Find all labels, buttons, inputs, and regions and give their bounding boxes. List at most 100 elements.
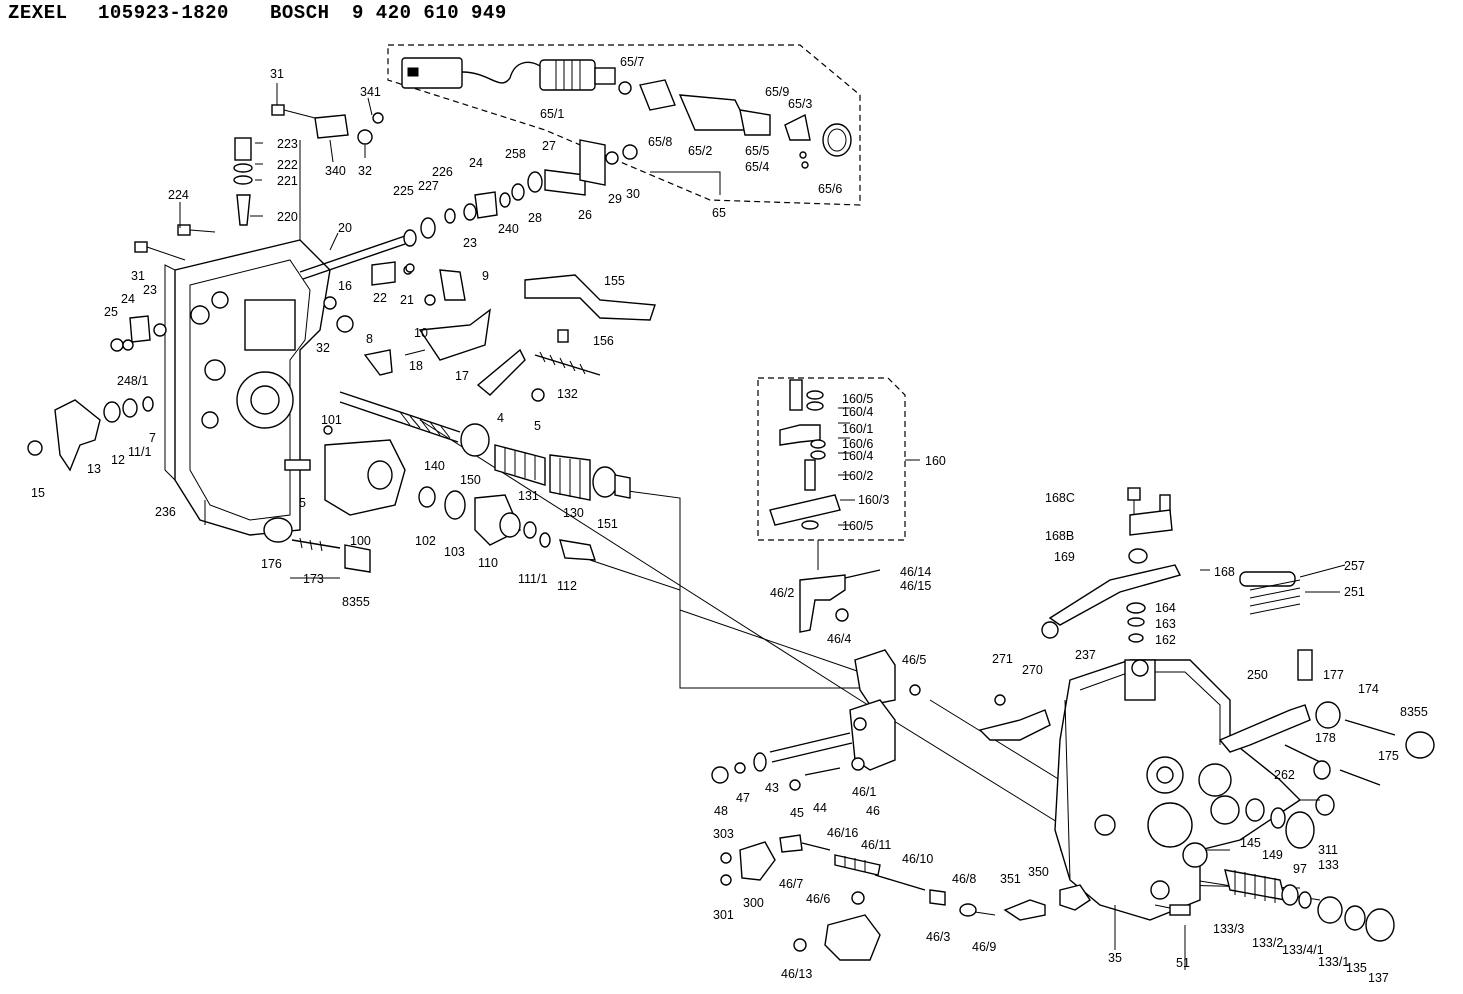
- callout-17: 17: [455, 369, 469, 383]
- callout-240: 240: [498, 222, 519, 236]
- callout-225: 225: [393, 184, 414, 198]
- bosch-part-number: 9 420 610 949: [352, 2, 507, 24]
- connector-line-shaft: [589, 559, 861, 673]
- callout-160-4: 160/4: [842, 405, 873, 419]
- callout-16: 16: [338, 279, 352, 293]
- callout-46-14: 46/14: [900, 565, 931, 579]
- callout-169: 169: [1054, 550, 1075, 564]
- callout-101: 101: [321, 413, 342, 427]
- callout-8355: 8355: [342, 595, 370, 609]
- callout-30: 30: [626, 187, 640, 201]
- callout-65-4: 65/4: [745, 160, 769, 174]
- callout-8: 8: [366, 332, 373, 346]
- callout-46-6: 46/6: [806, 892, 830, 906]
- callout-130: 130: [563, 506, 584, 520]
- callout-46-11: 46/11: [861, 838, 891, 852]
- callout-221: 221: [277, 174, 298, 188]
- callout-300: 300: [743, 896, 764, 910]
- callout-5: 5: [534, 419, 541, 433]
- callout-28: 28: [528, 211, 542, 225]
- shaft-43-parts: [711, 732, 853, 791]
- callout-46: 46: [866, 804, 880, 818]
- callout-97: 97: [1293, 862, 1307, 876]
- callout-164: 164: [1155, 601, 1176, 615]
- group-133-parts: [1224, 869, 1395, 942]
- callout-271: 271: [992, 652, 1013, 666]
- callout-25: 25: [104, 305, 118, 319]
- callout-12: 12: [111, 453, 125, 467]
- callout-132: 132: [557, 387, 578, 401]
- lower-left-parts: [720, 834, 1191, 961]
- callout-168b: 168B: [1045, 529, 1074, 543]
- callout-160-1: 160/1: [842, 422, 873, 436]
- callout-257: 257: [1344, 559, 1365, 573]
- callout-65-9: 65/9: [765, 85, 789, 99]
- callout-18: 18: [409, 359, 423, 373]
- callout-168: 168: [1214, 565, 1235, 579]
- callout-65-6: 65/6: [818, 182, 842, 196]
- callout-8355: 8355: [1400, 705, 1428, 719]
- callout-258: 258: [505, 147, 526, 161]
- callout-47: 47: [736, 791, 750, 805]
- callout-102: 102: [415, 534, 436, 548]
- callout-160-6: 160/6: [842, 437, 873, 451]
- main-shaft-parts: [263, 391, 631, 573]
- callout-45: 45: [790, 806, 804, 820]
- callout-311: 311: [1318, 843, 1338, 857]
- callout-46-10: 46/10: [902, 852, 933, 866]
- callout-10: 10: [414, 326, 428, 340]
- callout-160-2: 160/2: [842, 469, 873, 483]
- callout-65-8: 65/8: [648, 135, 672, 149]
- callout-151: 151: [597, 517, 618, 531]
- callout-131: 131: [518, 489, 539, 503]
- callout-44: 44: [813, 801, 827, 815]
- group-box-160: [757, 377, 906, 541]
- callout-65: 65: [712, 206, 726, 220]
- callout-135: 135: [1346, 961, 1367, 975]
- callout-178: 178: [1315, 731, 1336, 745]
- callout-350: 350: [1028, 865, 1049, 879]
- pump-housing-right: [1054, 659, 1302, 921]
- callout-46-1: 46/1: [852, 785, 876, 799]
- callout-46-15: 46/15: [900, 579, 931, 593]
- callout-251: 251: [1344, 585, 1365, 599]
- callout-111-1: 111/1: [518, 572, 547, 586]
- callout-174: 174: [1358, 682, 1379, 696]
- callout-43: 43: [765, 781, 779, 795]
- callout-7: 7: [149, 431, 156, 445]
- callout-29: 29: [608, 192, 622, 206]
- pump-housing-left: [164, 239, 331, 536]
- callout-133-1: 133/1: [1318, 955, 1349, 969]
- connector-line-lower: [419, 419, 1071, 831]
- callout-155: 155: [604, 274, 625, 288]
- callout-351: 351: [1000, 872, 1021, 886]
- callout-100: 100: [350, 534, 371, 548]
- callout-248-1: 248/1: [117, 374, 148, 388]
- callout-46-13: 46/13: [781, 967, 812, 981]
- callout-145: 145: [1240, 836, 1261, 850]
- callout-32: 32: [358, 164, 372, 178]
- callout-31: 31: [270, 67, 284, 81]
- callout-270: 270: [1022, 663, 1043, 677]
- callout-11-1: 11/1: [128, 445, 151, 459]
- callout-220: 220: [277, 210, 298, 224]
- callout-175: 175: [1378, 749, 1399, 763]
- callout-46-4: 46/4: [827, 632, 851, 646]
- callout-133: 133: [1318, 858, 1339, 872]
- callout-110: 110: [478, 556, 498, 570]
- callout-160-5: 160/5: [842, 392, 873, 406]
- callout-250: 250: [1247, 668, 1268, 682]
- callout-133-4-1: 133/4/1: [1282, 943, 1324, 957]
- brand-bosch: BOSCH: [270, 2, 330, 24]
- callout-173: 173: [303, 572, 324, 586]
- callout-160-5: 160/5: [842, 519, 873, 533]
- callout-65-2: 65/2: [688, 144, 712, 158]
- upper-left-fasteners: [134, 104, 384, 261]
- callout-168c: 168C: [1045, 491, 1075, 505]
- callout-137: 137: [1368, 971, 1389, 985]
- group-box-65: [387, 44, 861, 206]
- callout-65-7: 65/7: [620, 55, 644, 69]
- governor-linkage-parts: [299, 139, 656, 402]
- callout-46-7: 46/7: [779, 877, 803, 891]
